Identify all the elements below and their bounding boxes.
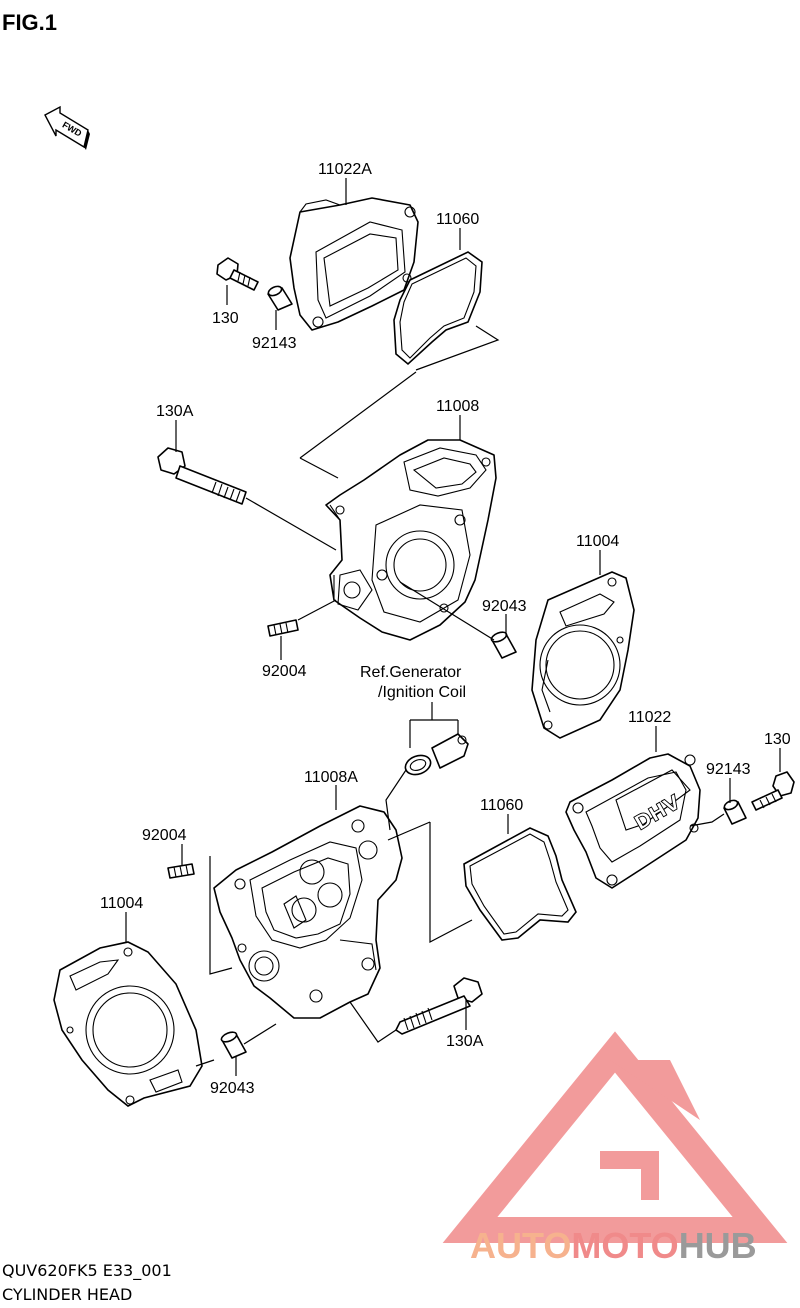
label-11004-right: 11004 [576,533,619,550]
bolt-130a-upper [157,447,247,505]
footer-model-code: QUV620FK5 E33_001 [2,1261,172,1281]
dowel-92043-upper [490,631,517,659]
footer-section-title: CYLINDER HEAD [2,1285,132,1304]
collar-92143-top [267,285,293,311]
label-92043-lower: 92043 [210,1080,255,1097]
collar-92143-lower [723,799,747,825]
ignition-sensor [404,733,469,776]
cover-gasket-top [393,251,483,366]
cylinder-head-11008 [325,439,497,641]
bolt-130-lower [751,771,795,811]
watermark-moto: MOTO [571,1225,678,1266]
head-gasket-11004-lower [53,941,203,1107]
label-92143-right: 92143 [706,761,751,778]
label-130-top: 130 [212,310,239,327]
cover-gasket-lower [463,827,577,941]
figure-title: FIG.1 [2,10,57,35]
head-cover-top [289,197,419,331]
label-11004-lower: 11004 [100,895,143,912]
watermark-hub: HUB [679,1225,757,1266]
stud-92004-lower [167,863,195,879]
label-11008a: 11008A [304,769,358,786]
label-92004-lower: 92004 [142,827,187,844]
label-92043-mid: 92043 [482,598,527,615]
label-92004-mid: 92004 [262,663,307,680]
dowel-92043-lower [220,1031,247,1059]
label-11060-top: 11060 [436,211,479,228]
fwd-arrow-icon: FWD [44,105,90,150]
label-130-right: 130 [764,731,791,748]
leader-lines [125,178,781,1076]
bolt-130-top [216,257,259,291]
label-11060-lower: 11060 [480,797,523,814]
watermark-text: AUTOMOTOHUB [470,1225,757,1266]
cylinder-head-11008a [213,805,403,1019]
bolt-130a-lower [395,977,483,1035]
label-11022a: 11022A [318,161,372,178]
label-11008: 11008 [436,398,479,415]
head-cover-11022: DHV [565,753,701,889]
label-92143-top: 92143 [252,335,297,352]
stud-92004-upper [267,619,299,637]
ref-note-line1: Ref.Generator [360,664,462,681]
watermark-auto: AUTO [470,1225,571,1266]
ref-note-line2: /Ignition Coil [378,684,466,701]
watermark-logo [442,1031,788,1243]
label-11022: 11022 [628,709,671,726]
label-130a-top: 130A [156,403,194,420]
head-gasket-11004-right [531,571,635,739]
label-130a-lower: 130A [446,1033,484,1050]
